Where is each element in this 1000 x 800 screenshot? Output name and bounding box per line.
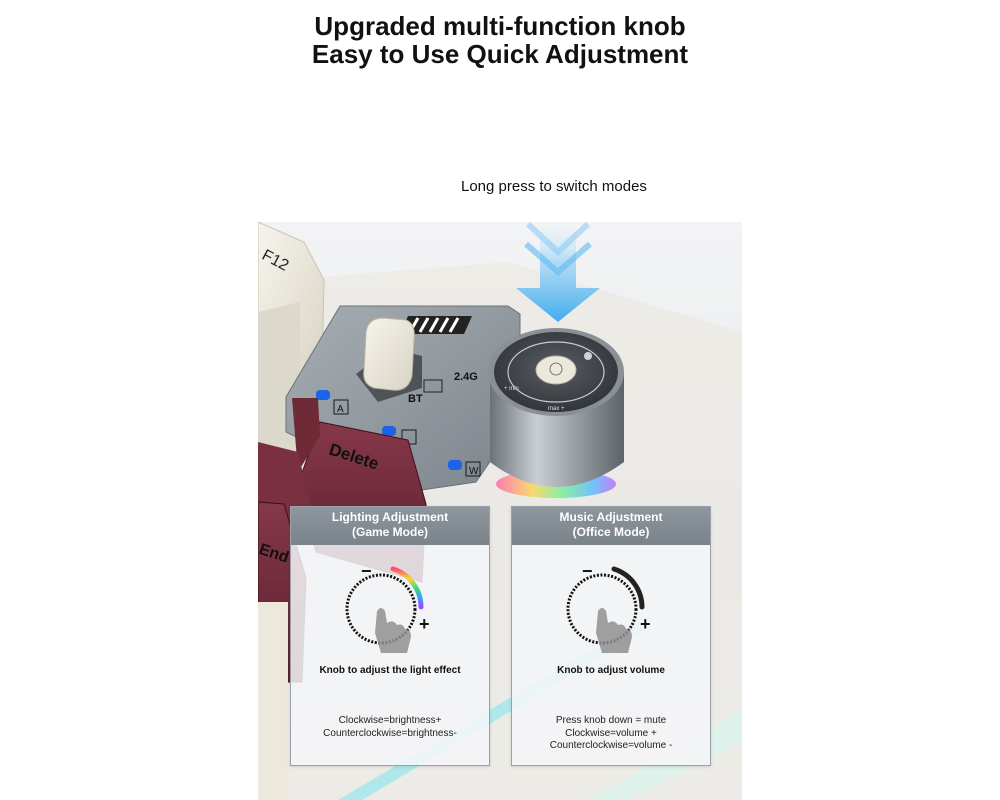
knob-min-label: + min [504,386,519,392]
long-press-caption: Long press to switch modes [461,178,647,195]
knob-max-label: max + [548,406,565,412]
card-note: Counterclockwise=brightness- [323,727,457,739]
label-24g: 2.4G [454,371,478,383]
card-title: Music Adjustment [559,510,663,524]
down-arrow-icon [516,222,600,322]
minus-sign: − [582,561,593,581]
card-note: Clockwise=volume + [565,727,657,739]
label-bt: BT [408,393,423,405]
card-subtitle: (Office Mode) [572,525,650,539]
card-subtitle: (Game Mode) [351,525,428,539]
music-adjustment-card: Music Adjustment (Office Mode) − + Knob … [511,506,711,766]
knob: + min max + [488,328,624,498]
knob-rotation-icon: − + [345,561,430,653]
card-note: Clockwise=brightness+ [338,715,442,726]
headline: Upgraded multi-function knob Easy to Use… [0,12,1000,68]
blue-led [316,390,330,400]
card-notes: Press knob down = mute Clockwise=volume … [512,715,710,753]
knob-rotation-icon: − + [566,561,651,653]
card-header: Lighting Adjustment (Game Mode) [291,507,489,545]
card-note: Press knob down = mute [555,715,667,726]
key-w-label: W [469,466,479,477]
headline-line-2: Easy to Use Quick Adjustment [311,39,689,69]
headline-line-1: Upgraded multi-function knob [314,11,686,41]
hand-icon [375,608,411,653]
plus-sign: + [419,614,430,634]
key-a-label: A [337,404,344,415]
card-notes: Clockwise=brightness+ Counterclockwise=b… [291,715,489,740]
card-title: Lighting Adjustment [331,510,449,524]
minus-sign: − [361,561,372,581]
card-caption: Knob to adjust the light effect [319,665,461,676]
wired-icon [423,379,443,393]
card-header: Music Adjustment (Office Mode) [512,507,710,545]
lighting-adjustment-card: Lighting Adjustment (Game Mode) − + Knob… [290,506,490,766]
plus-sign: + [640,614,651,634]
bulb-icon [549,362,563,376]
hand-icon [596,608,632,653]
card-note: Counterclockwise=volume - [549,740,673,751]
card-caption: Knob to adjust volume [557,665,665,676]
